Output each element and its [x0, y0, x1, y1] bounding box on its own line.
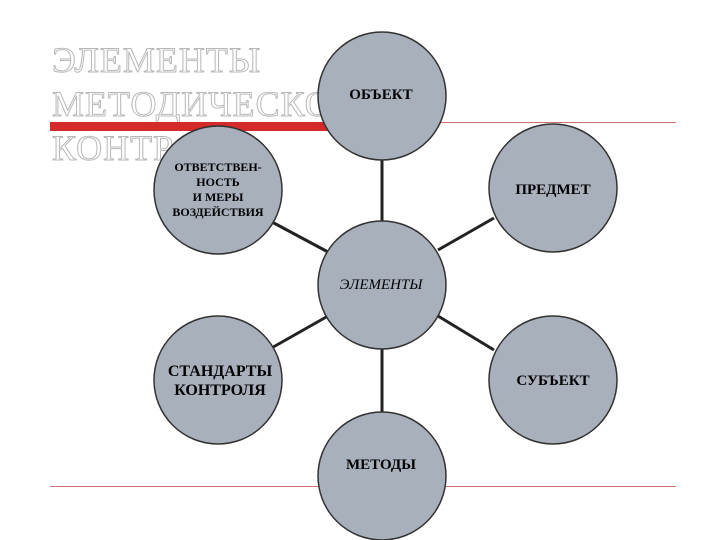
node-predmet-label: ПРЕДМЕТ [515, 181, 591, 198]
node-subject-label: СУБЪЕКТ [516, 372, 590, 389]
node-object [317, 31, 447, 161]
node-standards [153, 315, 283, 445]
node-subject [488, 315, 618, 445]
node-center-label: ЭЛЕМЕНТЫ [339, 276, 423, 293]
title-rule [350, 122, 676, 123]
node-center [317, 220, 447, 350]
node-responsibility [153, 125, 283, 255]
node-predmet [488, 123, 618, 253]
connector-responsibility [271, 220, 329, 254]
connector-subject [437, 314, 495, 352]
node-standards-label: СТАНДАРТЫ КОНТРОЛЯ [167, 363, 273, 399]
title-accent-bar [50, 122, 350, 131]
node-responsibility-label: ОТВЕТСТВЕН- НОСТЬ И МЕРЫ ВОЗДЕЙСТВИЯ [172, 160, 264, 219]
node-methods-label: МЕТОДЫ [346, 456, 416, 473]
node-object-label: ОБЪЕКТ [349, 86, 413, 103]
connector-predmet [437, 216, 495, 252]
connector-standards [267, 314, 329, 352]
node-methods [317, 411, 447, 540]
